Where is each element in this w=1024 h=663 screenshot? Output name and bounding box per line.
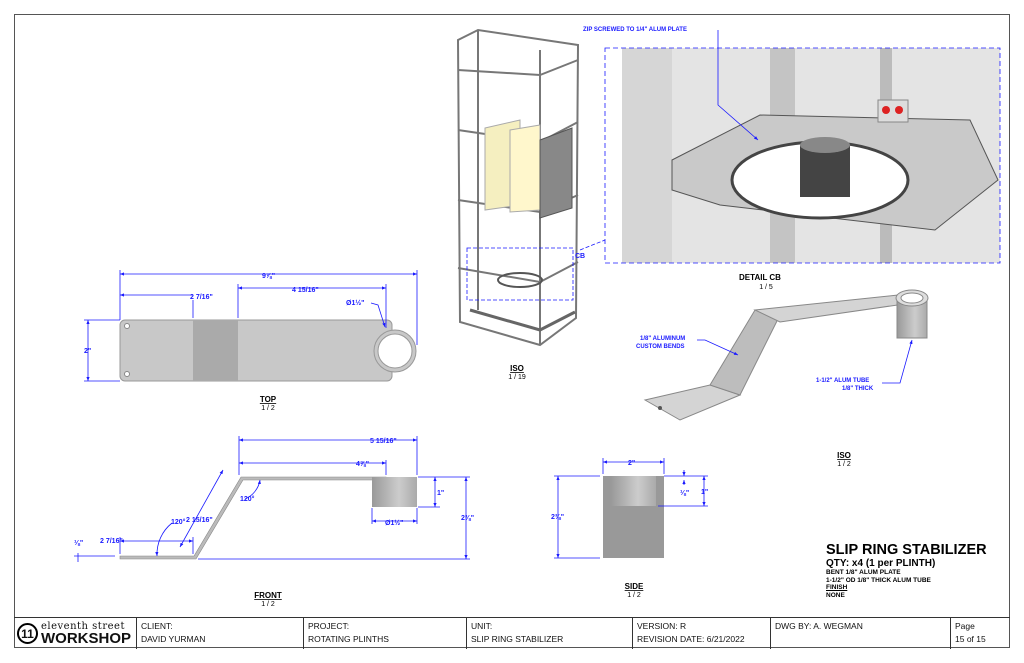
project-cell: PROJECT: ROTATING PLINTHS — [303, 618, 466, 649]
bend-region — [193, 320, 238, 381]
dim-span: 4 15/16" — [292, 287, 319, 294]
dim-angle-bottom: 120° — [171, 518, 186, 526]
view-scale-front: 1 / 2 — [261, 601, 275, 608]
view-label-side: SIDE — [625, 582, 644, 591]
top-view: 9⅞" 2 7/16" 4 15/16" Ø1½" 2" TOP 1 / 2 — [84, 270, 418, 412]
revision-date: REVISION DATE: 6/21/2022 — [637, 634, 745, 644]
logo-top: eleventh street — [41, 621, 125, 632]
view-label-iso-assembly: ISO — [510, 364, 524, 373]
view-scale-top: 1 / 2 — [261, 405, 275, 412]
drawn-by-cell: DWG BY: A. WEGMAN — [770, 618, 950, 649]
part-name: SLIP RING STABILIZER — [826, 542, 987, 558]
dim-top-flat: 4⅞" — [356, 461, 369, 468]
detail-cb-view: ZIP SCREWED TO 1/4" ALUM PLATE DETAIL CB… — [583, 27, 1001, 291]
plate-top — [119, 319, 393, 382]
project-label: PROJECT: — [308, 621, 350, 631]
drawn-by: DWG BY: A. WEGMAN — [775, 621, 863, 631]
project-value: ROTATING PLINTHS — [308, 634, 389, 644]
dim-bottom-flat: 2 7/16" — [100, 538, 123, 545]
dim-top-overall: 5 15/16" — [370, 438, 397, 445]
tube-front — [372, 477, 417, 507]
iso-assembly-view: CB ISO 1 / 19 — [456, 28, 606, 381]
dim-width: 2" — [84, 348, 91, 355]
plate-profile — [119, 476, 387, 560]
view-scale-iso-part: 1 / 2 — [837, 461, 851, 468]
dim-tube-dia: Ø1½" — [385, 519, 404, 527]
client-value: DAVID YURMAN — [141, 634, 206, 644]
dim-side-width: 2" — [628, 460, 635, 467]
side-view: 2" 2⅜" ⅛" 1" SIDE 1 / 2 — [551, 458, 708, 599]
dim-side-tube: 1" — [701, 489, 708, 496]
view-scale-iso-assembly: 1 / 19 — [508, 374, 526, 381]
dim-overall: 9⅞" — [262, 273, 275, 280]
mount-hole — [124, 323, 130, 329]
tube-top — [377, 333, 413, 369]
dim-tube: Ø1½" — [346, 299, 365, 307]
unit-value: SLIP RING STABILIZER — [471, 634, 564, 644]
view-scale-side: 1 / 2 — [627, 592, 641, 599]
version: VERSION: R — [637, 621, 687, 631]
note-tube-2: 1/8" THICK — [842, 386, 874, 392]
dim-bend: 2 7/16" — [190, 294, 213, 301]
view-scale-detail: 1 / 5 — [759, 284, 773, 291]
note-plate-2: CUSTOM BENDS — [636, 344, 685, 350]
drawing-frame — [14, 14, 1010, 648]
tube-side — [611, 476, 656, 506]
view-label-top: TOP — [260, 395, 277, 404]
page-label: Page — [955, 621, 975, 631]
page-cell: Page 15 of 15 — [950, 618, 1010, 649]
dim-angle-top: 120° — [240, 495, 255, 503]
dim-diagonal: 2 15/16" — [186, 517, 213, 524]
unit-cell: UNIT: SLIP RING STABILIZER — [466, 618, 632, 649]
finish-label: FINISH — [826, 584, 848, 591]
view-label-front: FRONT — [254, 591, 282, 600]
dim-height: 2⅜" — [461, 515, 474, 522]
part-spec-1: BENT 1/8" ALUM PLATE — [826, 569, 901, 576]
dim-tube-height: 1" — [437, 490, 444, 497]
view-label-iso-part: ISO — [837, 451, 851, 460]
front-view: 5 15/16" 4⅞" 1" Ø1½" 2⅜" 120° 120° 2 15/… — [74, 436, 474, 608]
client-cell: CLIENT: DAVID YURMAN — [136, 618, 303, 649]
logo-mark: 11 — [17, 623, 38, 644]
iso-part-view: 1/8" ALUMINUM CUSTOM BENDS 1-1/2" ALUM T… — [636, 289, 929, 468]
dim-thickness: ⅛" — [74, 540, 83, 547]
view-label-detail: DETAIL CB — [739, 273, 781, 282]
part-title-block: SLIP RING STABILIZER QTY: x4 (1 per PLIN… — [826, 542, 987, 599]
drawing-sheet: 9⅞" 2 7/16" 4 15/16" Ø1½" 2" TOP 1 / 2 — [74, 27, 1001, 608]
note-zip: ZIP SCREWED TO 1/4" ALUM PLATE — [583, 27, 687, 33]
detail-callout: CB — [575, 253, 585, 260]
page-number: 15 of 15 — [955, 634, 986, 644]
part-spec-2: 1-1/2" OD 1/8" THICK ALUM TUBE — [826, 576, 931, 584]
part-qty: QTY: x4 (1 per PLINTH) — [826, 558, 936, 569]
logo-bottom: WORKSHOP — [41, 630, 131, 647]
logo: 11 eleventh street WORKSHOP — [14, 618, 136, 649]
version-cell: VERSION: R REVISION DATE: 6/21/2022 — [632, 618, 770, 649]
finish-value: NONE — [826, 591, 845, 599]
dim-side-thickness: ⅛" — [680, 490, 689, 497]
dim-side-height: 2⅜" — [551, 514, 564, 521]
client-label: CLIENT: — [141, 621, 173, 631]
note-plate-1: 1/8" ALUMINUM — [640, 336, 685, 342]
note-tube-1: 1-1/2" ALUM TUBE — [816, 378, 869, 384]
mount-hole — [124, 371, 130, 377]
title-block: 11 eleventh street WORKSHOP CLIENT: DAVI… — [14, 617, 1010, 649]
unit-label: UNIT: — [471, 621, 493, 631]
